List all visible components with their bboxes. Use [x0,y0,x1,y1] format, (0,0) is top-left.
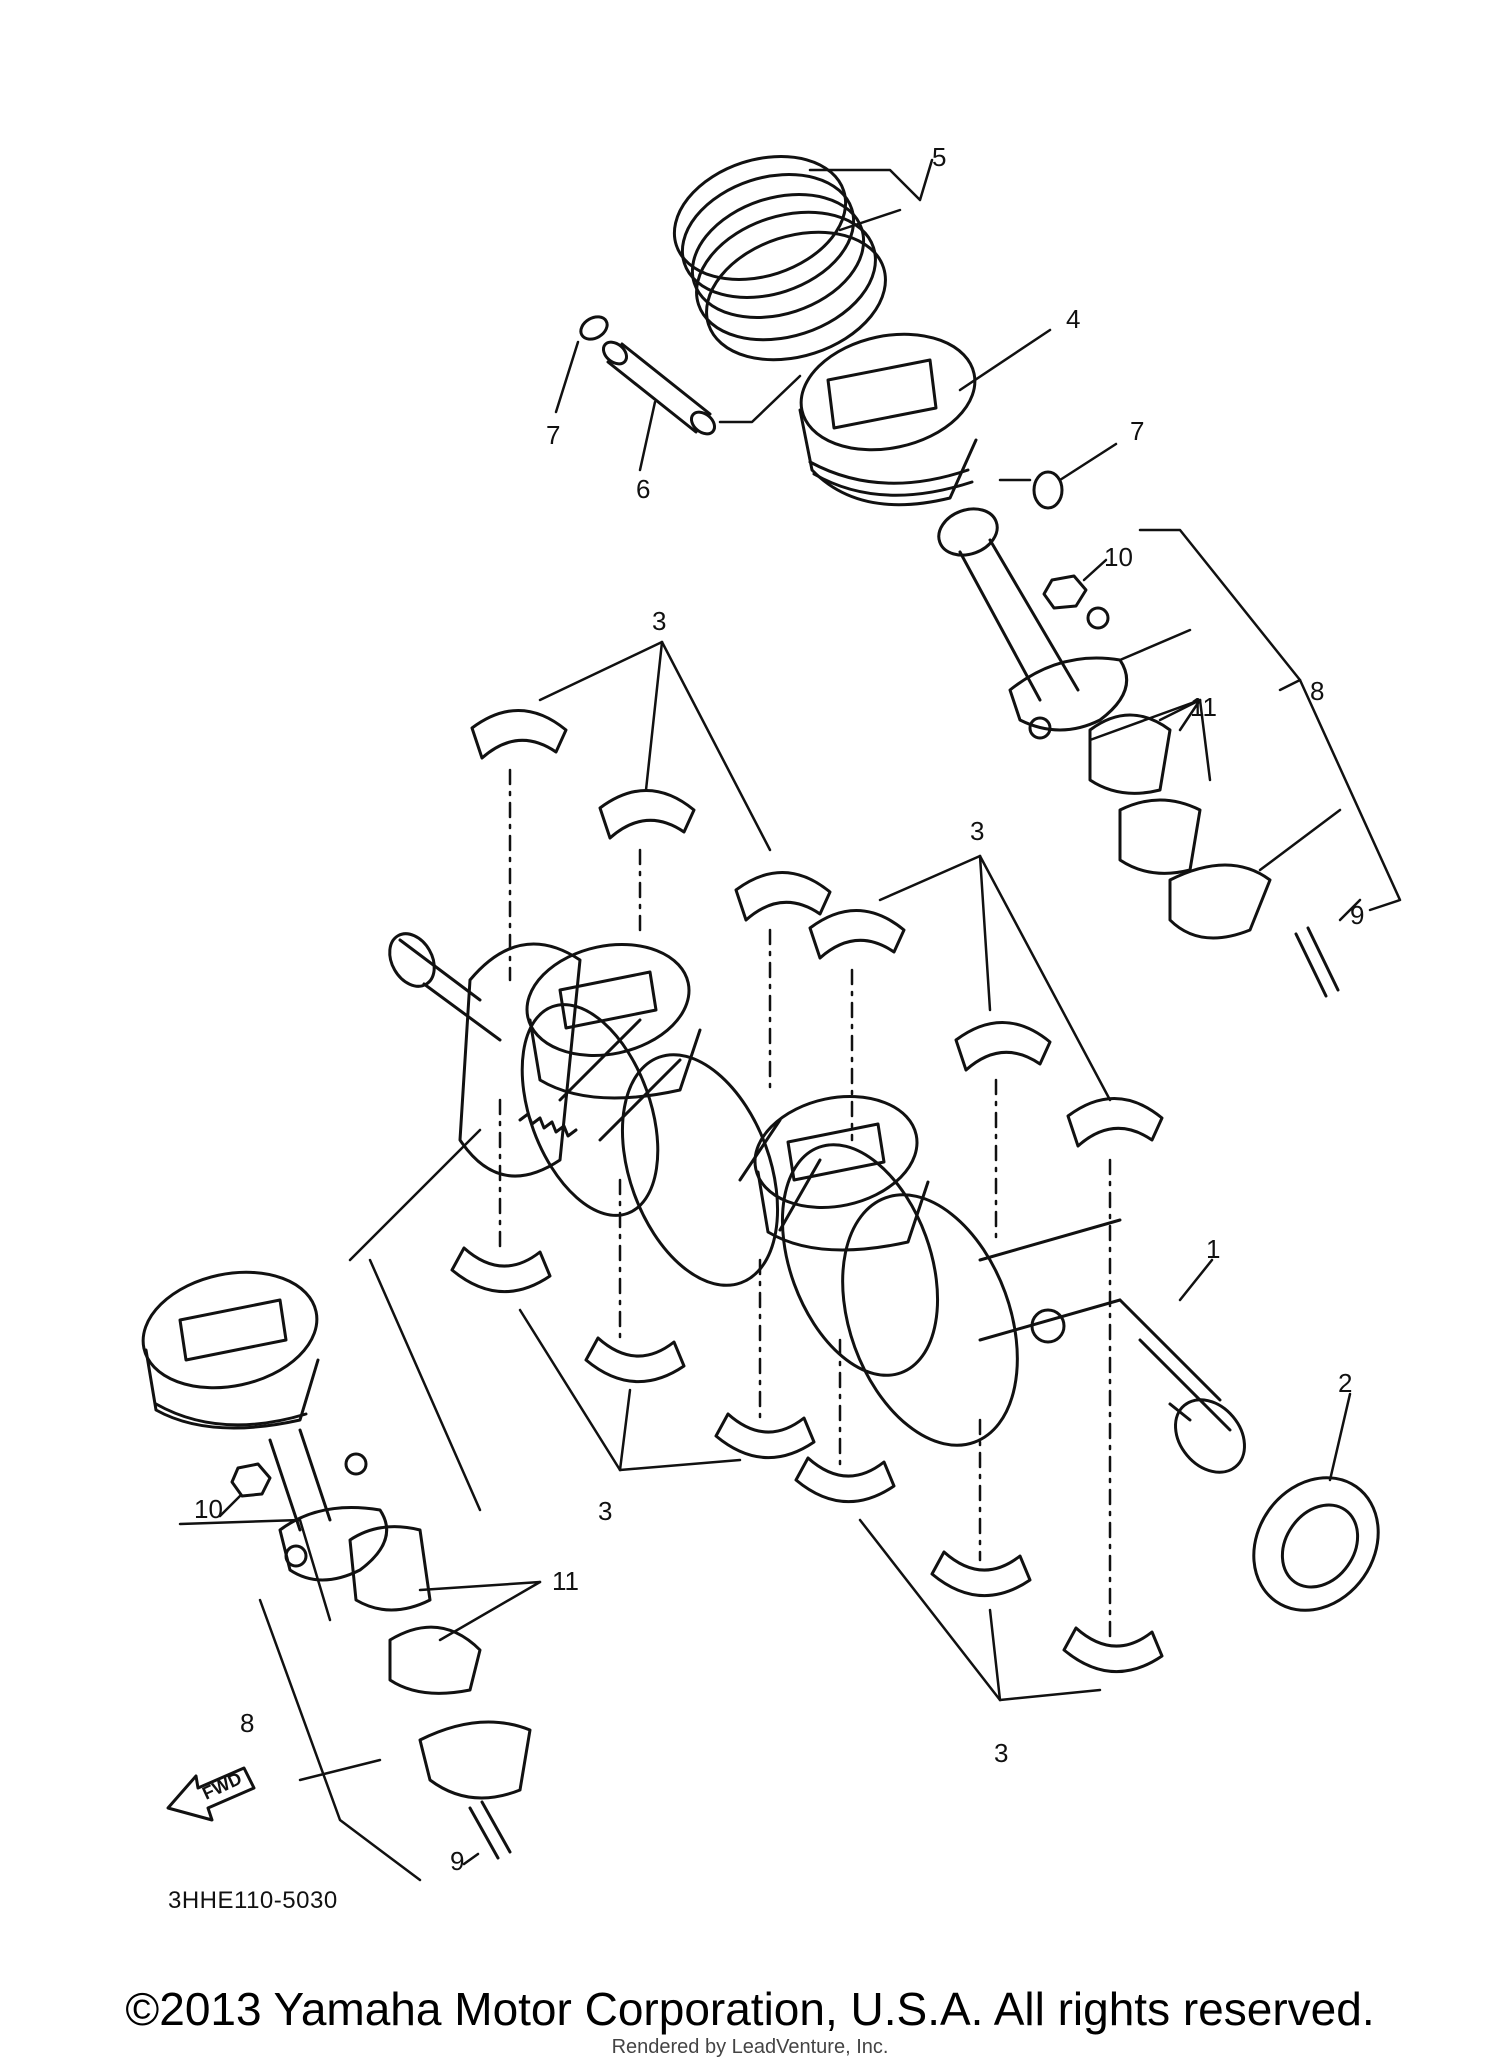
crankshaft [388,932,1246,1474]
main-bearings-upper [470,709,1164,1148]
callout-5: 5 [932,142,946,172]
nut-top [1042,574,1088,610]
rod-bearings-bottom [348,1525,532,1800]
callout-2: 2 [1338,1368,1352,1398]
piston-top [798,332,978,507]
part-code: 3HHE110-5030 [168,1887,338,1914]
main-bearings-lower [450,1246,1164,1674]
copyright-notice: ©2013 Yamaha Motor Corporation, U.S.A. A… [125,1983,1375,2035]
fwd-label: FWD [199,1768,245,1803]
piston-pin [601,340,717,436]
pistons-assembled [525,942,930,1252]
callout-11: 11 [1190,692,1217,722]
leader-lines [178,158,1402,1882]
connecting-rod-top [937,507,1129,740]
callout-7: 7 [546,420,560,450]
callout-3: 3 [994,1738,1008,1768]
callout-3: 3 [598,1496,612,1526]
circlip-right [1032,470,1064,510]
callout-11: 11 [552,1566,579,1596]
circlip-left [579,315,609,341]
callout-3: 3 [652,606,666,636]
callout-labels: 1 2 3 3 3 3 4 5 6 7 7 8 8 9 9 10 10 11 1… [194,142,1364,1876]
bolt-top [1294,926,1340,998]
callout-9: 9 [450,1846,464,1876]
rendered-by: Rendered by LeadVenture, Inc. [611,2036,889,2058]
fwd-arrow-icon [166,1766,256,1822]
callout-7: 7 [1130,416,1144,446]
callout-10: 10 [194,1494,223,1524]
piston-bottom-left [141,1270,320,1430]
piston-rings [672,154,887,362]
oil-seal [1252,1476,1380,1612]
callout-6: 6 [636,474,650,504]
rod-bearings-top [1088,713,1272,940]
callout-8: 8 [240,1708,254,1738]
callout-4: 4 [1066,304,1080,334]
callout-3: 3 [970,816,984,846]
callout-9: 9 [1350,900,1364,930]
bolt-bottom [468,1800,512,1860]
nut-bottom [230,1462,272,1498]
connecting-rod-bottom [268,1428,389,1582]
callout-10: 10 [1104,542,1133,572]
callout-8: 8 [1310,676,1324,706]
callout-1: 1 [1206,1234,1220,1264]
